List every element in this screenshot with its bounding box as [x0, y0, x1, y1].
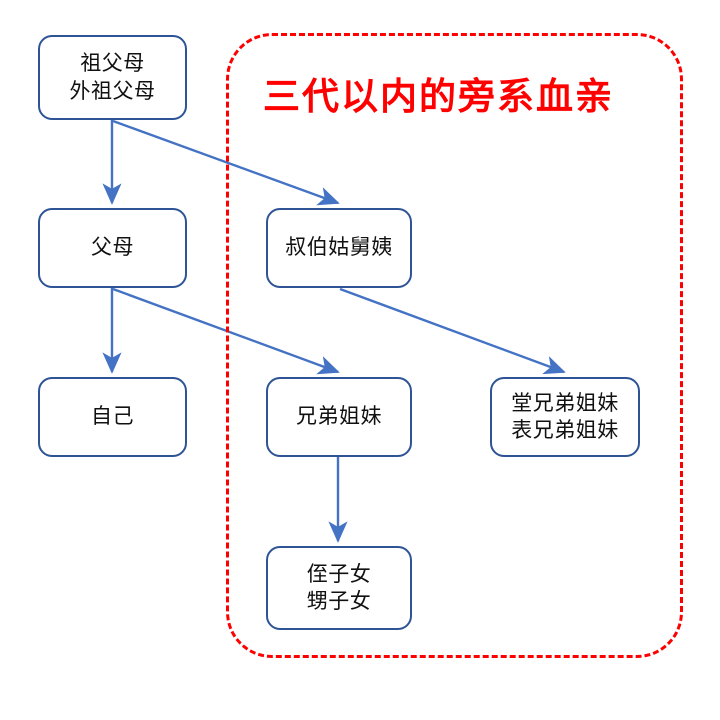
- node-parents[interactable]: 父母: [38, 208, 187, 288]
- node-uncles-aunts[interactable]: 叔伯姑舅姨: [266, 208, 412, 288]
- node-siblings-line1: 兄弟姐妹: [296, 405, 382, 429]
- node-self-line1: 自己: [91, 405, 134, 429]
- node-siblings[interactable]: 兄弟姐妹: [266, 377, 412, 457]
- node-grandparents-line2: 外祖父母: [69, 79, 156, 103]
- node-grandparents-line1: 祖父母: [80, 52, 145, 76]
- node-nephews-nieces[interactable]: 侄子女 甥子女: [266, 546, 412, 630]
- node-grandparents[interactable]: 祖父母 外祖父母: [38, 35, 187, 120]
- node-parents-line1: 父母: [91, 236, 134, 260]
- node-nephews-nieces-line2: 甥子女: [306, 590, 372, 613]
- node-cousins-line1: 堂兄弟姐妹: [511, 391, 619, 415]
- node-cousins-line2: 表兄弟姐妹: [511, 419, 619, 442]
- node-nephews-nieces-line1: 侄子女: [306, 562, 372, 586]
- node-uncles-aunts-line1: 叔伯姑舅姨: [285, 236, 393, 260]
- collateral-relatives-group-title: 三代以内的旁系血亲: [263, 76, 614, 117]
- node-self[interactable]: 自己: [38, 377, 187, 457]
- node-cousins[interactable]: 堂兄弟姐妹 表兄弟姐妹: [490, 377, 640, 457]
